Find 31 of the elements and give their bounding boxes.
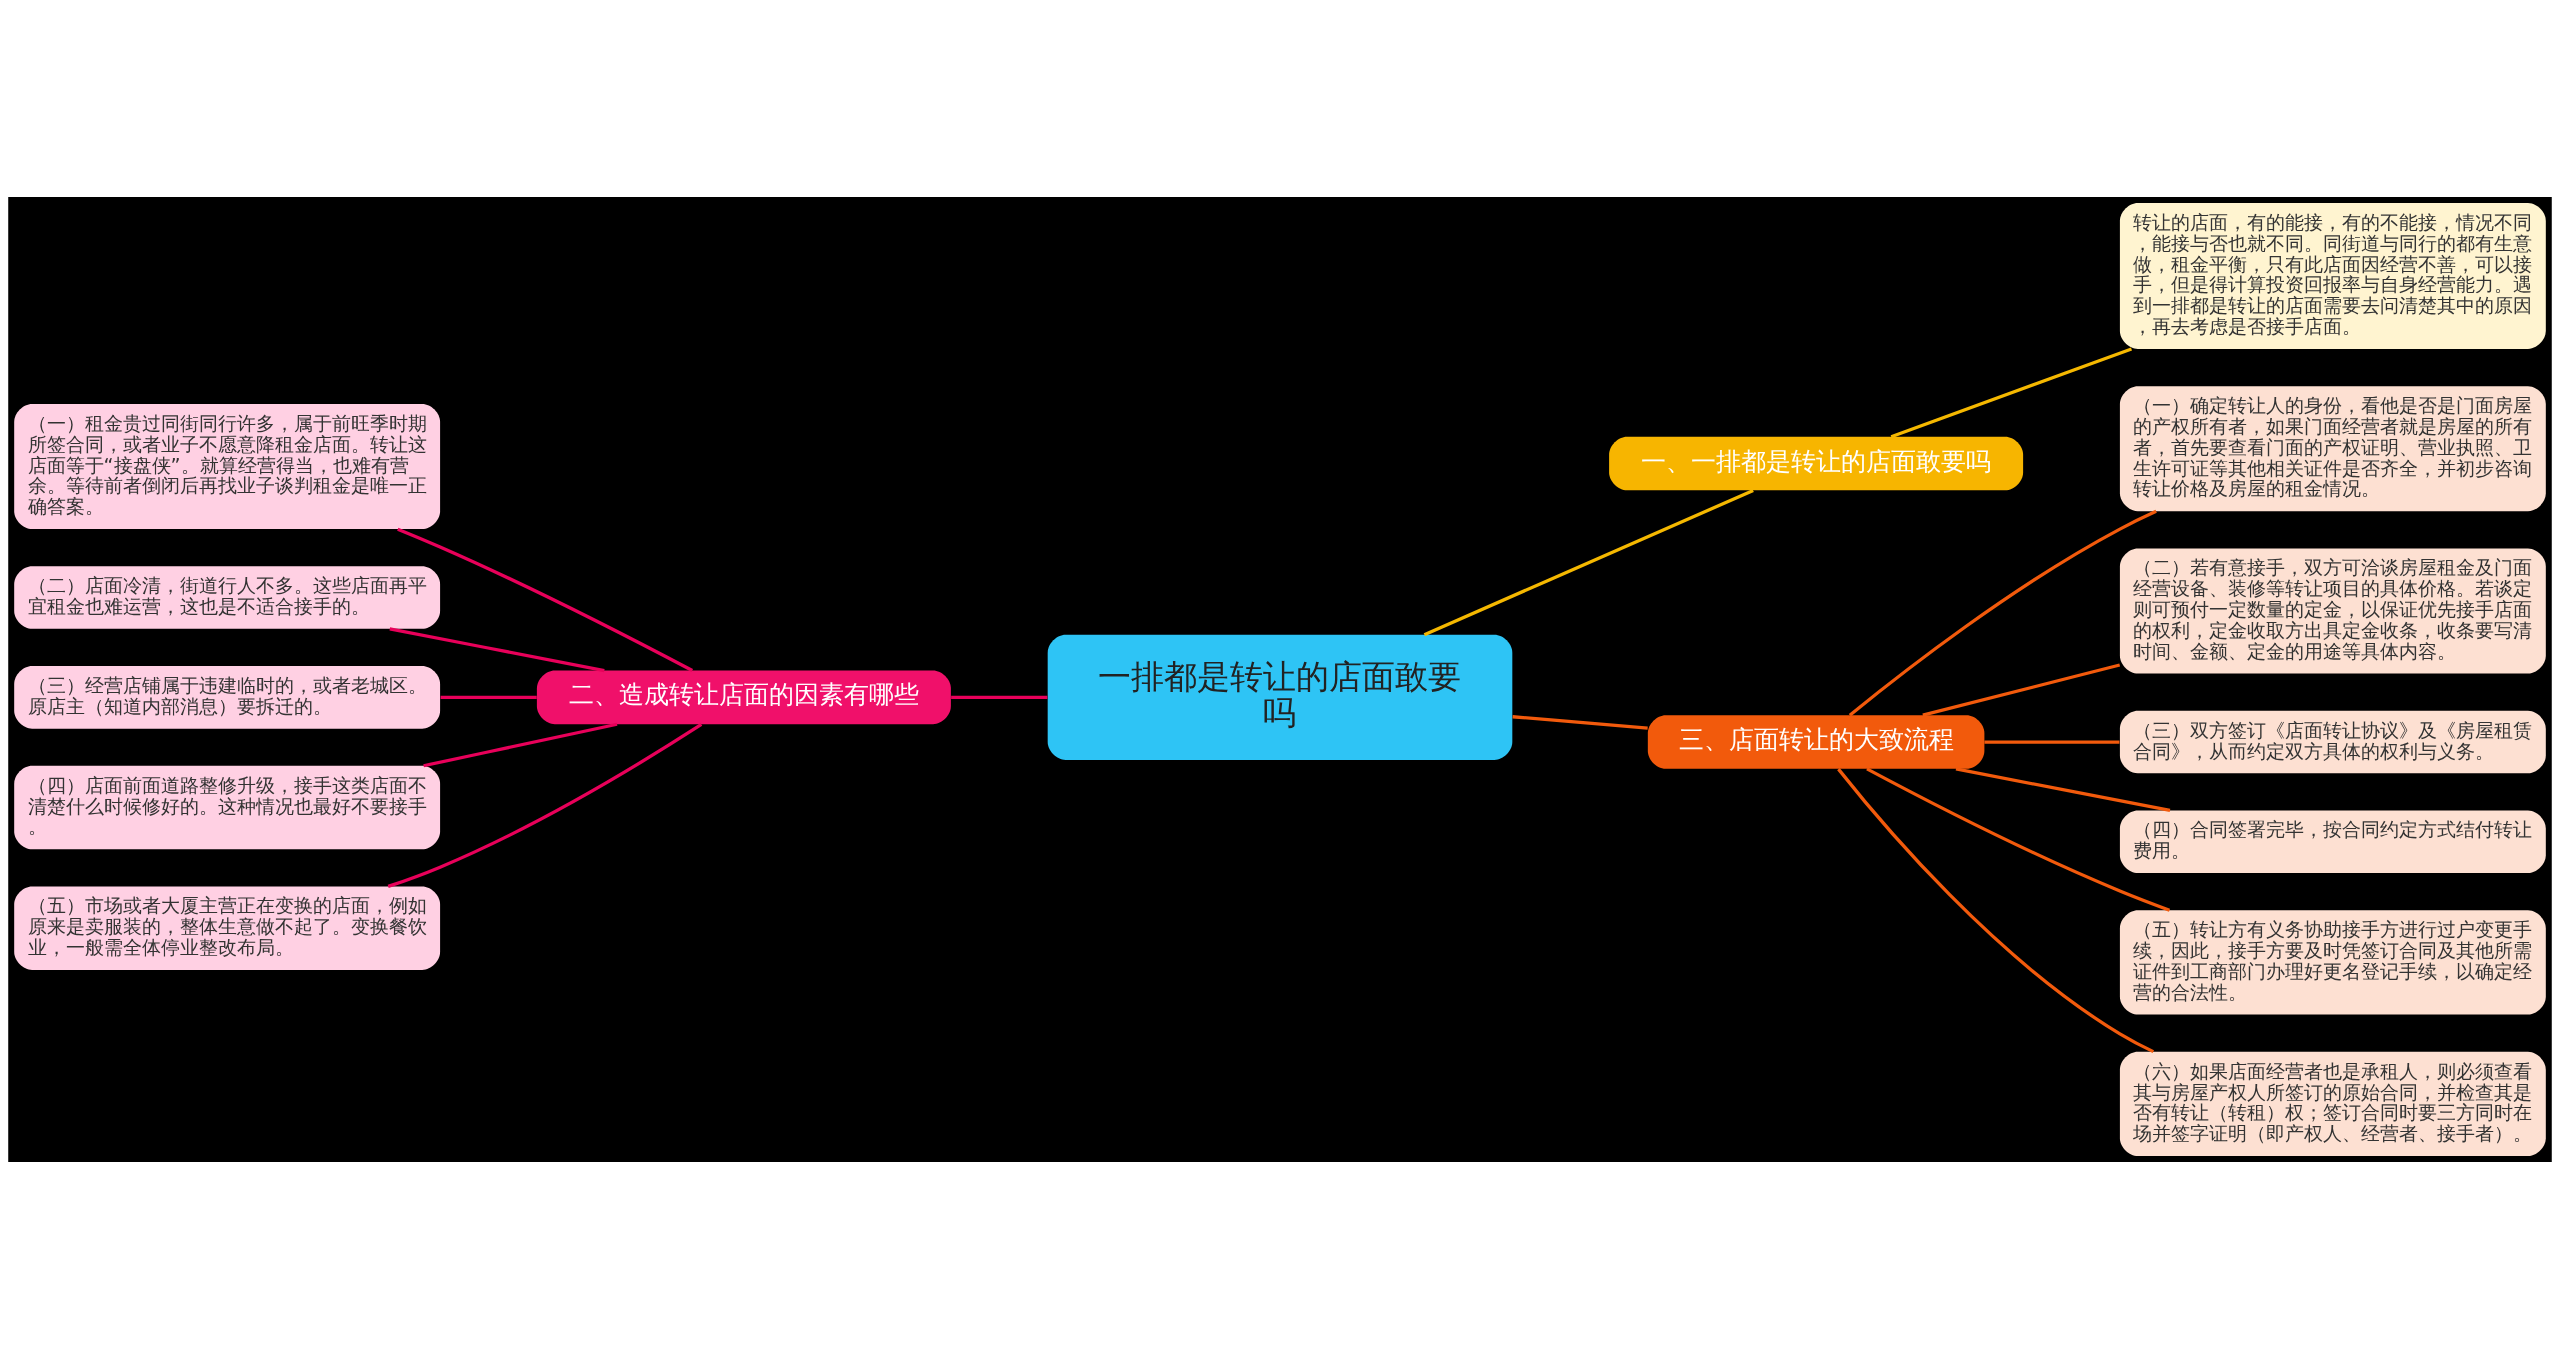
connector: [1955, 766, 2171, 812]
connector: [1984, 739, 2120, 744]
node-box: （二）店面冷清，街道行人不多。这些店面再平宜租金也难运营，这也是不适合接手的。: [14, 565, 441, 629]
node-box: 三、店面转让的大致流程: [1647, 714, 1985, 769]
connector: [440, 695, 537, 699]
node-box: （三）双方签订《店面转让协议》及《房屋租赁合同》，从而约定双方具体的权利与义务。: [2119, 710, 2546, 773]
node-box: （五）转让方有义务协助接手方进行过户变更手续，因此，接手方要及时凭签订合同及其他所需证件到工商部门办理好更名登记手续，以确定经营的合法性。: [2119, 909, 2546, 1015]
connector: [1423, 488, 1754, 636]
node-box: （四）合同签署完毕，按合同约定方式结付转让费用。: [2119, 810, 2546, 873]
node-box: （六）如果店面经营者也是承租人，则必须查看其与房屋产权人所签订的原始合同，并检查其是否有转让（转租）权；签订合同时要三方同时在场并签字证明（即产权人、经营者、接手者）。: [2119, 1051, 2546, 1156]
node-box: 一、一排都是转让的店面敢要吗: [1609, 436, 2024, 490]
connector: [1512, 714, 1648, 730]
node-box: （四）店面前面道路整修升级，接手这类店面不清楚什么时候修好的。这种情况也最好不要接手。: [14, 765, 441, 849]
node-box: （一）租金贵过同街同行许多，属于前旺季时期所签合同，或者业子不愿意降租金店面。转让这店面等于“接盘侠”。就算经营得当，也难有营余。等待前者倒闭后再找业子谈判租金是唯一正确答案。: [14, 403, 441, 529]
connector: [1866, 766, 2171, 912]
connector: [1848, 509, 2157, 716]
node-box: 二、造成转让店面的因素有哪些: [536, 670, 951, 724]
connector: [1890, 346, 2133, 438]
node-box: （一）确定转让人的身份，看他是否是门面房屋的产权所有者，如果门面经营者就是房屋的所有者，首先要查看门面的产权证明、营业执照、卫生许可证等其他相关证件是否齐全，并初步咨询转让价格及房屋的租金情况。: [2119, 385, 2546, 511]
node-box: （三）经营店铺属于违建临时的，或者老城区。原店主（知道内部消息）要拆迁的。: [14, 665, 441, 729]
node-box: （五）市场或者大厦主营正在变换的店面，例如原来是卖服装的，整体生意做不起了。变换餐饮业，一般需全体停业整改布局。: [14, 886, 441, 970]
connector: [1922, 662, 2121, 717]
connector: [1837, 767, 2155, 1053]
node-box: 转让的店面，有的能接，有的不能接，情况不同，能接与否也就不同。同街道与同行的都有生意做，租金平衡，只有此店面因经营不善，可以接手，但是得计算投资回报率与自身经营能力。遇到一排都是转让的店面需要去问清楚其中的原因，再去考虑是否接手店面。: [2119, 202, 2546, 349]
connector: [387, 722, 703, 888]
connector: [423, 722, 618, 767]
connector: [389, 626, 605, 672]
connector: [397, 527, 694, 672]
connector: [951, 695, 1048, 699]
node-box: （二）若有意接手，双方可洽谈房屋租金及门面经营设备、装修等转让项目的具体价格。若谈定则可预付一定数量的定金，以保证优先接手店面的权利，定金收取方出具定金收条，收条要写清时间、金额、定金的用途等具体内容。: [2119, 547, 2546, 674]
node-box: 一排都是转让的店面敢要吗: [1047, 634, 1513, 760]
